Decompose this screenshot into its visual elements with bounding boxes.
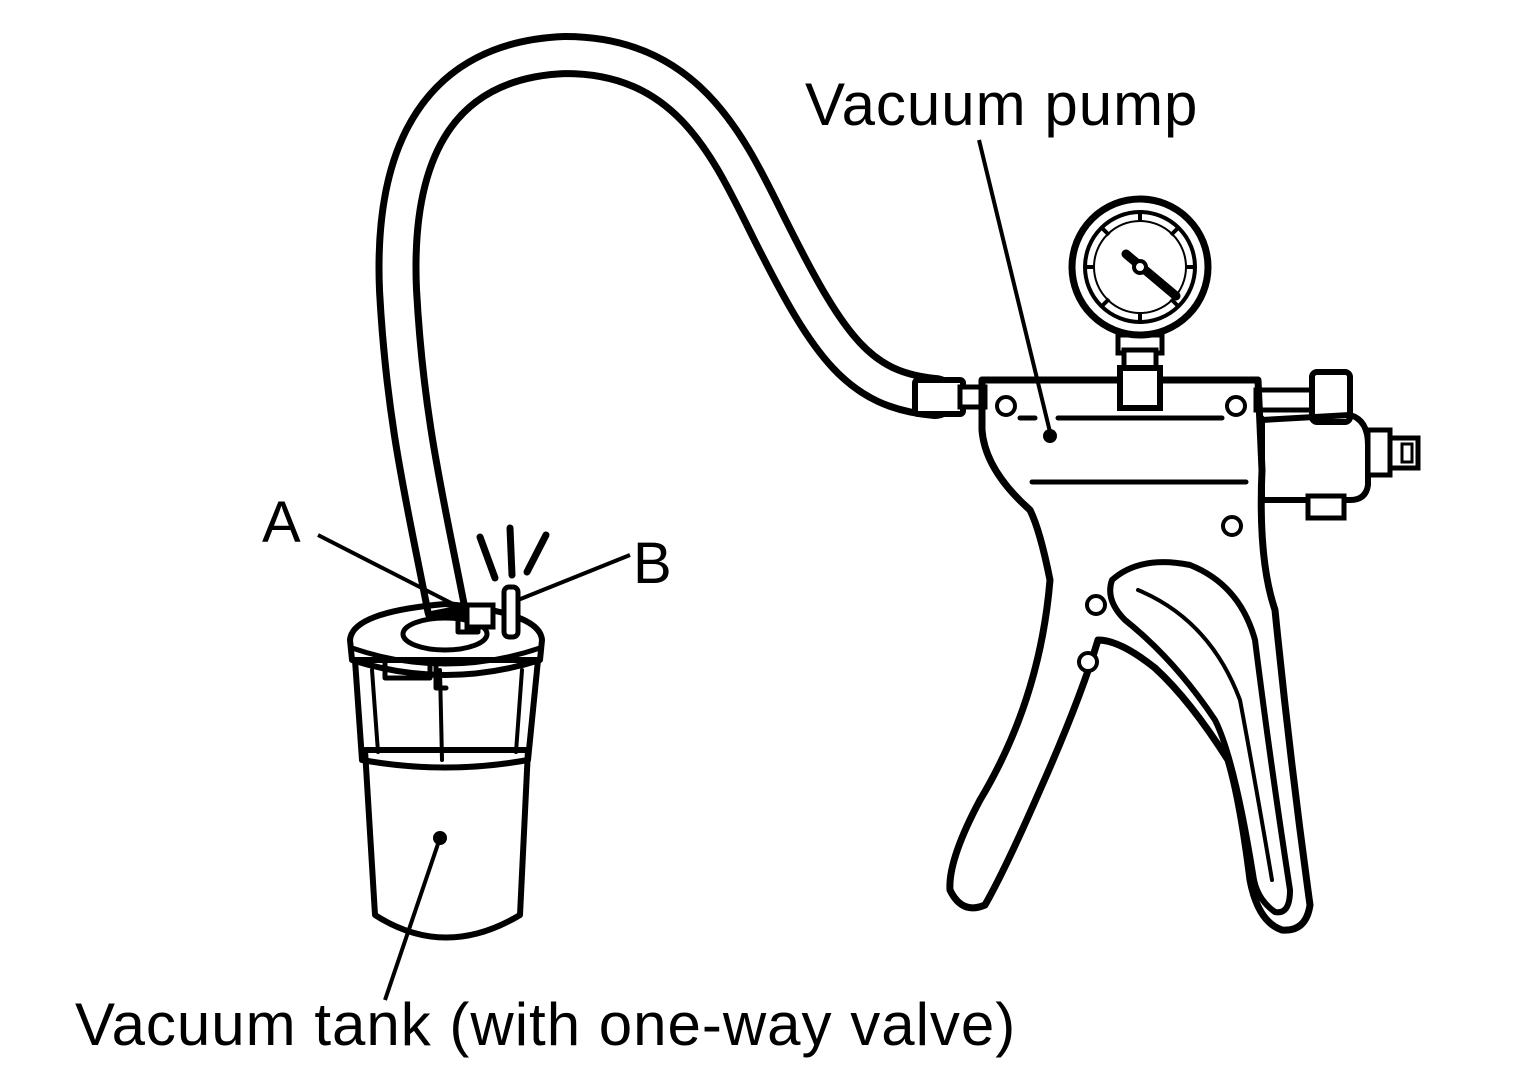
leader-lines — [317, 139, 1057, 1001]
port-b-label: B — [633, 531, 672, 596]
vacuum-tank-label: Vacuum tank (with one-way valve) — [75, 991, 1016, 1058]
port-a-label: A — [262, 490, 301, 555]
hose — [375, 33, 988, 630]
vacuum-pump — [946, 195, 1421, 934]
vacuum-tank — [347, 524, 550, 941]
pump-nozzle — [1253, 369, 1421, 521]
pressure-gauge — [1068, 195, 1212, 339]
vacuum-pump-label: Vacuum pump — [805, 71, 1198, 138]
